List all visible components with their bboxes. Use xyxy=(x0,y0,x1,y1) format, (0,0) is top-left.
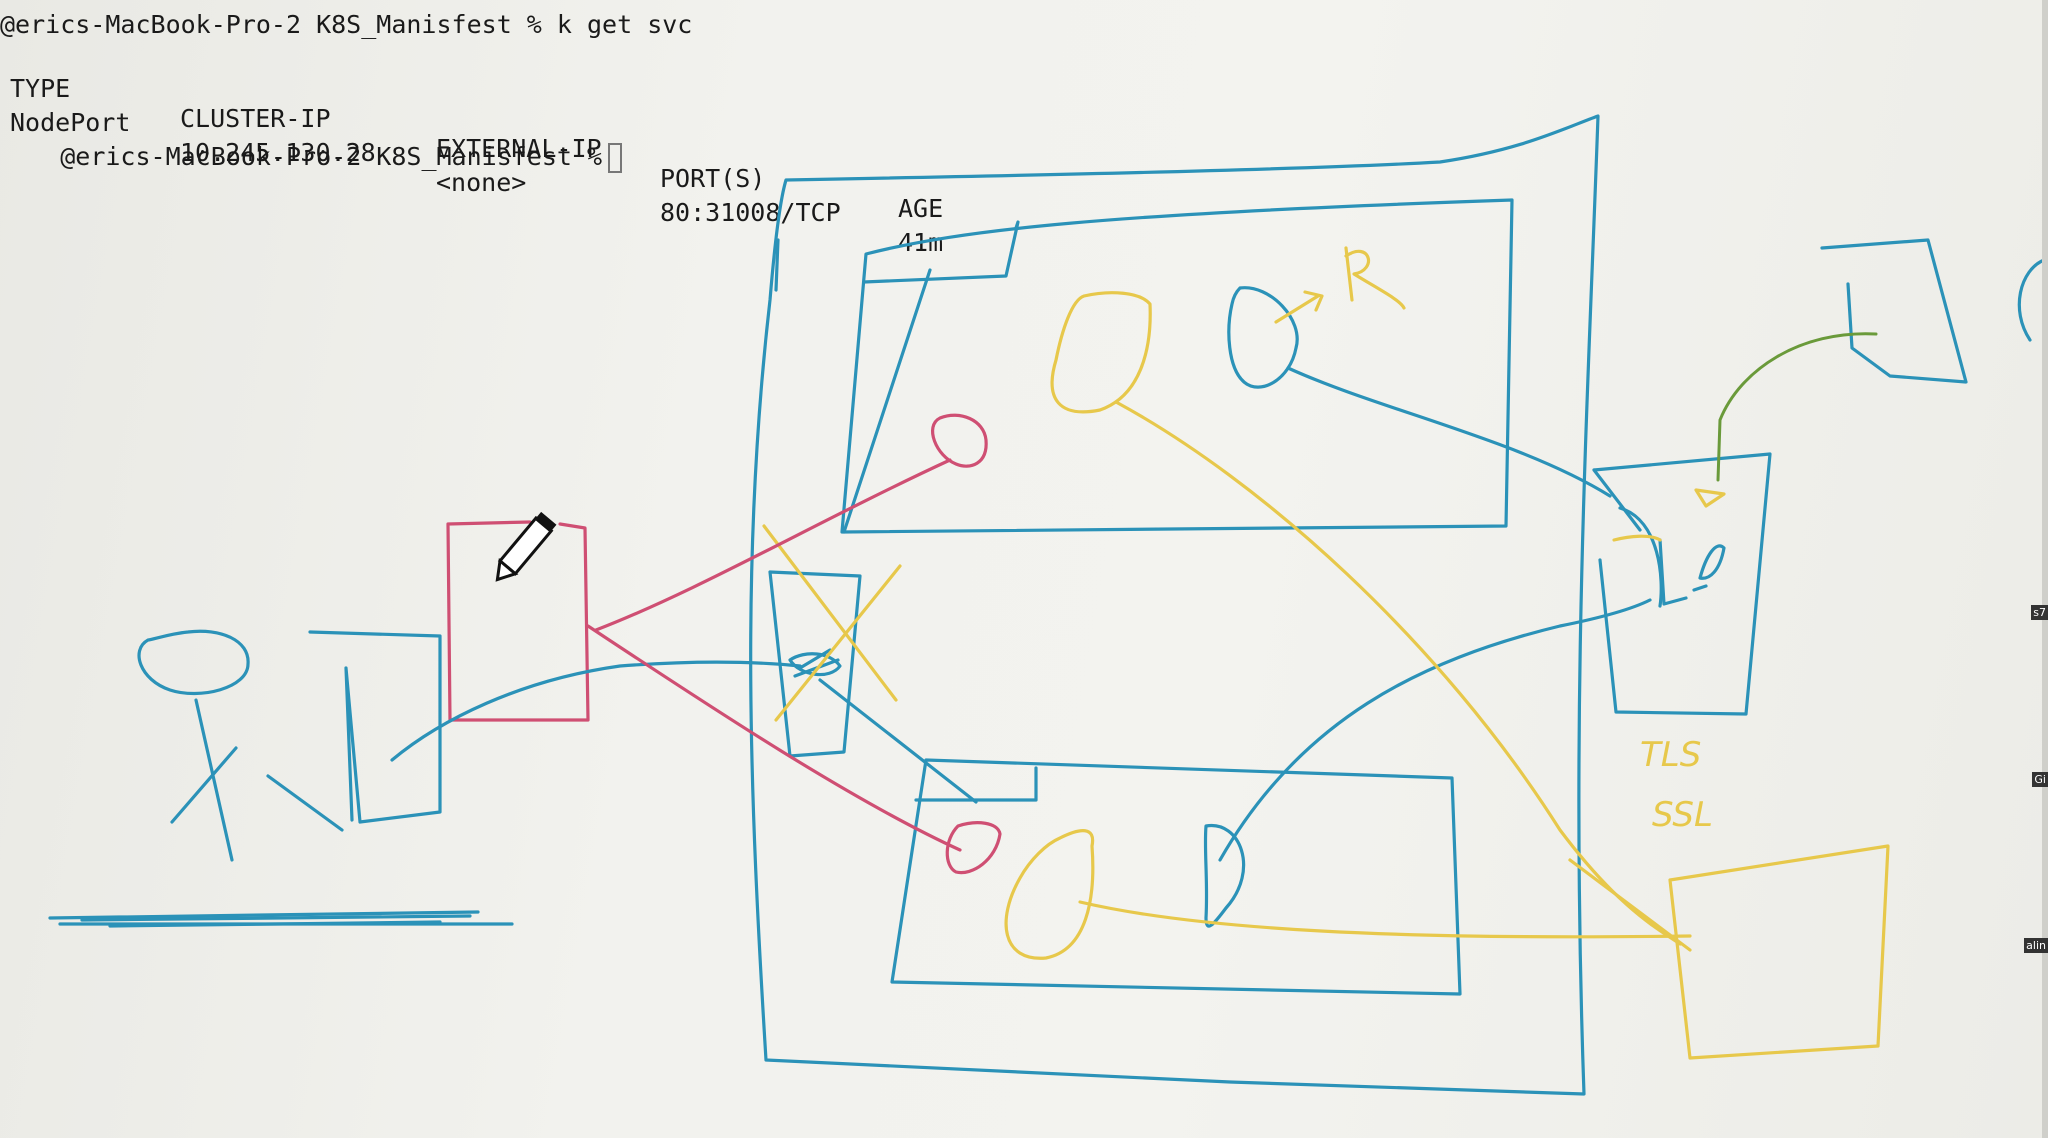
header-external-ip: EXTERNAL-IP xyxy=(436,134,602,163)
ground-line xyxy=(48,910,514,928)
header-age: AGE xyxy=(898,194,944,223)
window-right-edge xyxy=(2042,0,2048,1138)
external-service-box xyxy=(1820,238,1968,384)
tls-gateway-box xyxy=(1592,452,1772,716)
user-stick-figure xyxy=(137,629,344,862)
cell-cluster-ip: 10.245.130.28 xyxy=(180,138,376,167)
svc-table-header: TYPE CLUSTER-IP EXTERNAL-IP PORT(S) AGE xyxy=(0,44,1000,254)
terminal-prompt-line[interactable]: @erics-MacBook-Pro-2 K8S_Manisfest % xyxy=(0,112,623,203)
upper-yellow-pod xyxy=(1050,291,1152,414)
header-cluster-ip: CLUSTER-IP xyxy=(180,104,331,133)
ssl-annotation: SSL xyxy=(1652,795,1713,835)
database-box xyxy=(1668,844,1890,1060)
lower-red-pod xyxy=(945,821,1002,875)
lower-node-box xyxy=(890,758,1462,996)
tls-annotation: TLS xyxy=(1640,735,1701,775)
red-load-balancer-box xyxy=(446,520,590,722)
edge-label-c: alin xyxy=(2024,938,2048,953)
client-device-box xyxy=(308,630,442,824)
terminal-command-line: @erics-MacBook-Pro-2 K8S_Manisfest % k g… xyxy=(0,10,693,39)
lower-yellow-pod xyxy=(1004,829,1095,960)
upper-blue-pod xyxy=(1227,286,1299,389)
edge-label-b: Gi xyxy=(2032,772,2048,787)
lb-to-lower-red-pod xyxy=(586,624,962,852)
upper-node-box xyxy=(840,198,1514,534)
cell-external-ip: <none> xyxy=(436,168,527,197)
cell-ports: 80:31008/TCP xyxy=(660,198,841,227)
header-type: TYPE xyxy=(10,74,71,103)
pencil-cursor-icon xyxy=(495,511,557,582)
cluster-outer-box xyxy=(749,114,1600,1096)
upper-red-pod xyxy=(931,413,988,468)
lb-to-upper-red-pod xyxy=(594,458,952,632)
svc-table-row: NodePort 10.245.130.28 <none> 80:31008/T… xyxy=(0,78,1000,288)
terminal-prompt: @erics-MacBook-Pro-2 K8S_Manisfest % xyxy=(60,142,603,171)
terminal-cursor xyxy=(608,143,623,173)
terminal-output[interactable]: @erics-MacBook-Pro-2 K8S_Manisfest % k g… xyxy=(0,0,2048,257)
cell-type: NodePort xyxy=(10,108,131,137)
header-ports: PORT(S) xyxy=(660,164,766,193)
lower-blue-pod xyxy=(1203,824,1246,928)
external-to-gateway-line xyxy=(1716,332,1878,482)
ingress-box xyxy=(768,570,862,758)
edge-label-a: s7 xyxy=(2031,605,2048,620)
client-to-ingress-line xyxy=(390,660,802,762)
